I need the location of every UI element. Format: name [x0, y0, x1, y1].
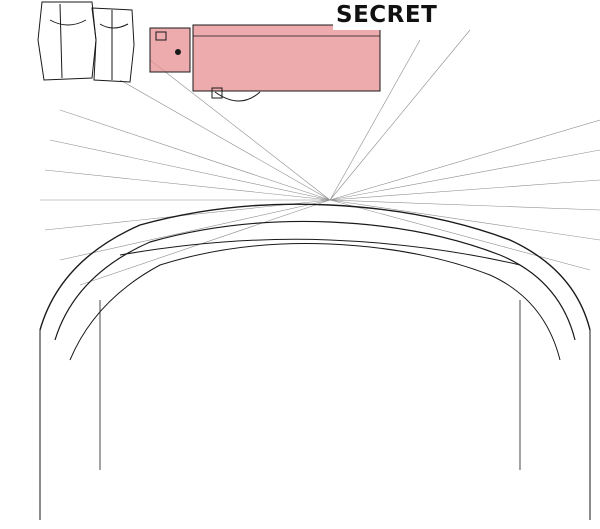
hull-outline: [39, 203, 591, 520]
secret-stamp: SECRET: [336, 2, 438, 28]
radio-set-box: [192, 24, 381, 102]
radial-hatching: [40, 29, 600, 286]
small-box-top-left: [149, 27, 191, 73]
stowage-bag-left: [37, 1, 135, 83]
stamp-background: [333, 0, 423, 30]
